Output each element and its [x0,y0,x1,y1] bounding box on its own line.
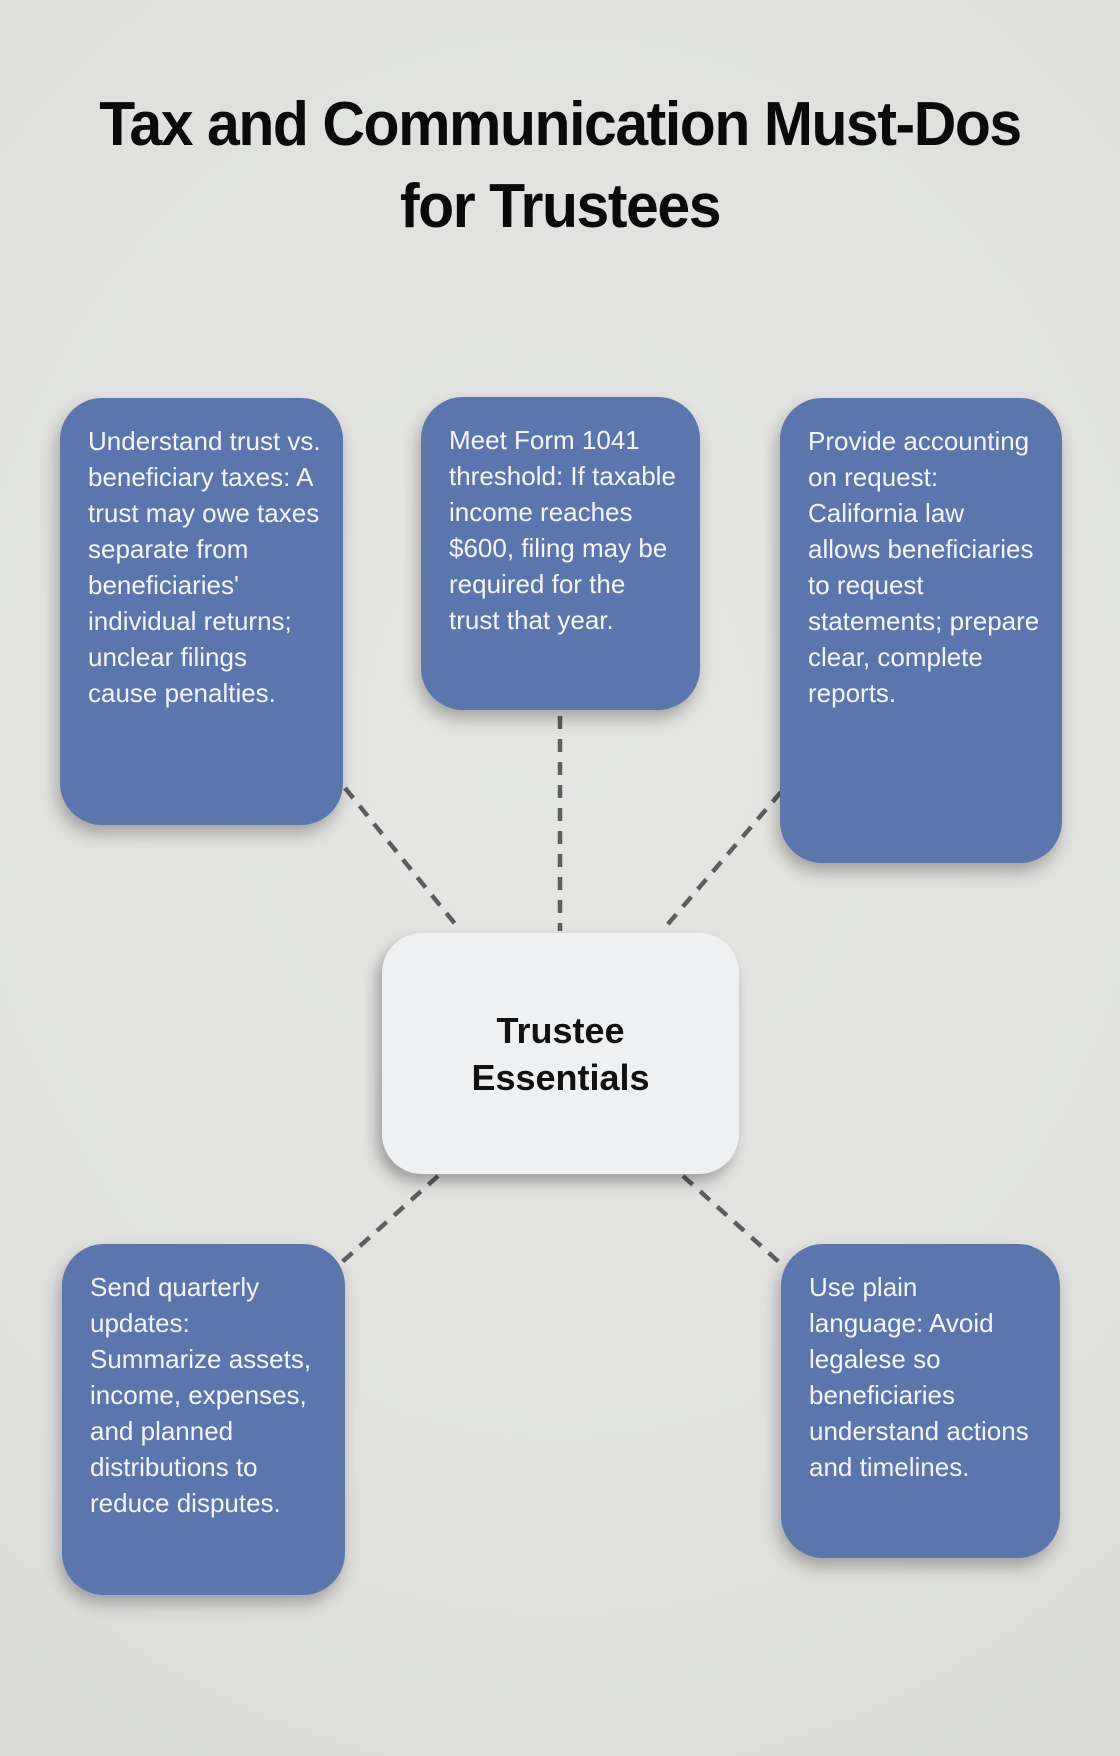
connector-top-right [660,790,783,933]
center-node-label: Trustee Essentials [471,1009,650,1098]
node-text: Use plain language: Avoid legalese so be… [809,1272,1029,1482]
node-text: Send quarterly updates: Summarize assets… [90,1272,312,1518]
connector-bottom-right [681,1174,782,1265]
node-accounting-on-request: Provide accounting on request: Californi… [780,398,1062,863]
node-text: Provide accounting on request: Californi… [808,426,1040,708]
page-title: Tax and Communication Must-Dos for Trust… [99,90,1022,241]
node-text: Meet Form 1041 threshold: If taxable inc… [449,425,676,635]
node-quarterly-updates: Send quarterly updates: Summarize assets… [62,1244,345,1595]
node-form-1041-threshold: Meet Form 1041 threshold: If taxable inc… [421,397,700,710]
node-text: Understand trust vs. beneficiary taxes: … [88,426,321,708]
center-node-trustee-essentials: Trustee Essentials [382,933,739,1174]
connector-bottom-left [339,1174,440,1265]
node-trust-vs-beneficiary-taxes: Understand trust vs. beneficiary taxes: … [60,398,343,825]
node-plain-language: Use plain language: Avoid legalese so be… [781,1244,1060,1558]
connector-top-left [343,786,462,932]
